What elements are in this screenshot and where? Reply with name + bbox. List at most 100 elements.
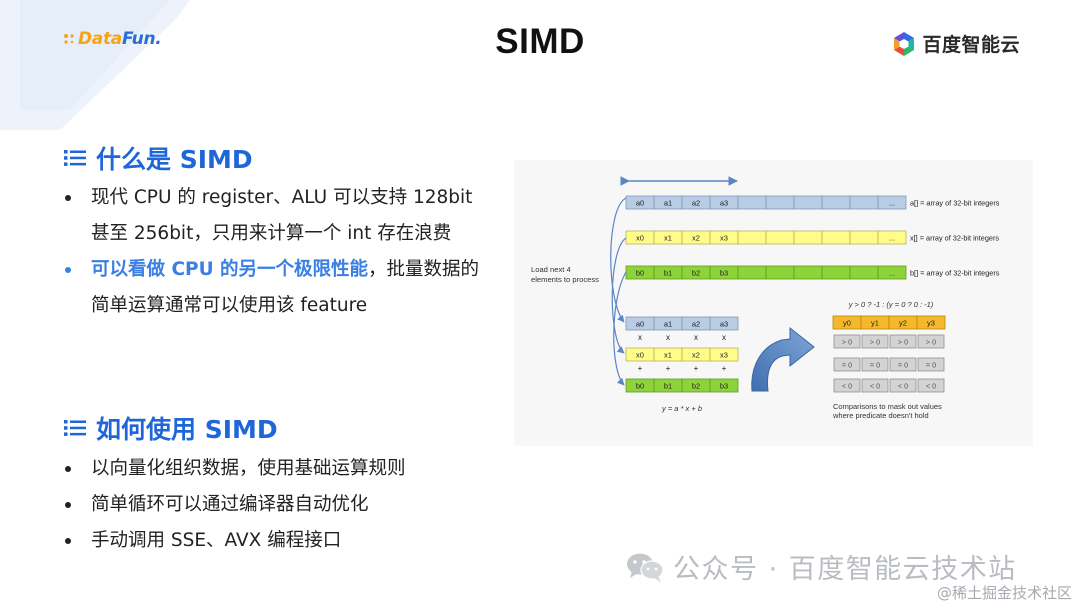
array-label: b[] = array of 32-bit integers [910,269,1000,278]
array-cell [849,265,879,280]
compare-row: > 0> 0> 0> 0 [833,334,945,349]
bullet-item: 简单循环可以通过编译器自动优化 [64,487,484,523]
array-cell [737,195,767,210]
y-cell-label: y1 [871,319,879,328]
section-heading-text: 什么是 SIMD [96,145,253,174]
y-cell-label: y0 [843,319,851,328]
vector-cell-label: b2 [692,382,700,391]
array-ellipsis: ... [889,234,895,243]
compare-cell-label: < 0 [870,382,880,391]
compare-cell [833,357,861,372]
compare-cell [861,378,889,393]
simd-diagram: a0 a1 a2 a3... a[] = array of 32-bit integer… [514,160,1033,446]
array-ellipsis: ... [889,199,895,208]
compare-cell-label: < 0 [842,382,852,391]
compare-cell-label: < 0 [898,382,908,391]
load-arrow-b [613,271,627,386]
compare-cell [889,357,917,372]
list-icon [64,420,86,436]
vector-operator: x [638,333,642,342]
vector-operator: + [638,364,643,373]
array-cell [765,265,795,280]
section-heading-text: 如何使用 SIMD [96,415,278,444]
bullet-text: 以向量化组织数据，使用基础运算规则 [91,458,406,479]
formula-right: y > 0 ? -1 : (y = 0 ? 0 : -1) [848,300,934,309]
compare-cell [889,334,917,349]
vector-cell [709,378,739,393]
juejin-watermark: @稀土掘金技术社区 [936,584,1072,602]
compare-cell [917,334,945,349]
array-cell [793,195,823,210]
vector-cell-label: a3 [720,320,728,329]
compare-row: < 0 < 0 < 0 < 0 [833,378,945,393]
what-is-simd-bullet-list: 现代 CPU 的 register、ALU 可以支持 128bit 甚至 256… [64,180,484,324]
array-cell-label: a2 [692,199,700,208]
array-label: a[] = array of 32-bit integers [910,199,1000,208]
compare-cell-label: = 0 [870,361,880,370]
array-cell-label: a0 [636,199,644,208]
compare-cell [861,334,889,349]
y-cell-label: y2 [899,319,907,328]
array-cell-label: a3 [720,199,728,208]
vector-cell [709,347,739,362]
load-arrows [610,197,627,386]
vector-cell-label: a2 [692,320,700,329]
compare-cell-label: < 0 [926,382,936,391]
array-cell [877,195,907,210]
wechat-watermark: 公众号 · 百度智能云技术站 [625,547,1017,586]
compare-cell-label: = 0 [926,361,936,370]
compare-cell [917,357,945,372]
array-label: x[] = array of 32-bit integers [910,234,999,243]
baidu-cloud-hexagon-icon [894,31,915,56]
y-cell [916,315,946,330]
datafun-logo-text-data: Data [78,29,122,49]
vector-cell [709,316,739,331]
y-vector: y0 y1 y2 y3 [832,315,946,330]
compare-cell-label: > 0 [842,338,852,347]
baidu-cloud-logo: 百度智能云 [892,30,1020,57]
vector-cell-label: a1 [664,320,672,329]
array-cell [765,230,795,245]
array-cell [737,265,767,280]
bullet-text: 手动调用 SSE、AVX 编程接口 [91,530,342,551]
array-cell-label: x2 [692,234,700,243]
compare-cell-label: > 0 [870,338,880,347]
load-arrow-x [611,237,627,354]
bullet-accent-text: 可以看做 CPU 的另一个极限性能 [91,259,369,280]
section-heading-how-to-use-simd: 如何使用 SIMD [64,410,278,446]
array-cell [821,265,851,280]
vector-operator: x [666,333,670,342]
bullet-item: 手动调用 SSE、AVX 编程接口 [64,523,484,559]
vector-operator: + [694,364,699,373]
bullet-text: 现代 CPU 的 register、ALU 可以支持 128bit 甚至 256… [91,187,473,244]
vector-cell-label: x0 [636,351,644,360]
y-cell-label: y3 [927,319,935,328]
array-cell [877,230,907,245]
list-icon [64,150,86,166]
load-label-line1: Load next 4 [531,265,571,274]
bullet-text: ，批量数据的简单运算通常可以使用该 feature [91,259,480,316]
array-cell [793,265,823,280]
vector-operator: x [722,333,726,342]
compare-cell-label: > 0 [926,338,936,347]
compare-cell [917,378,945,393]
array-cell-label: b2 [692,269,700,278]
array-cell [793,230,823,245]
caption-line2: where predicate doesn't hold [832,411,929,420]
caption-line1: Comparisons to mask out values [833,402,942,411]
array-ellipsis: ... [889,269,895,278]
bullet-item: 以向量化组织数据，使用基础运算规则 [64,451,484,487]
compare-row: = 0= 0= 0= 0 [833,357,945,372]
array-cell-label: b1 [664,269,672,278]
vector-cell-label: b0 [636,382,644,391]
vector-operator: + [722,364,727,373]
vector-cell-label: a0 [636,320,644,329]
array-cell [821,195,851,210]
